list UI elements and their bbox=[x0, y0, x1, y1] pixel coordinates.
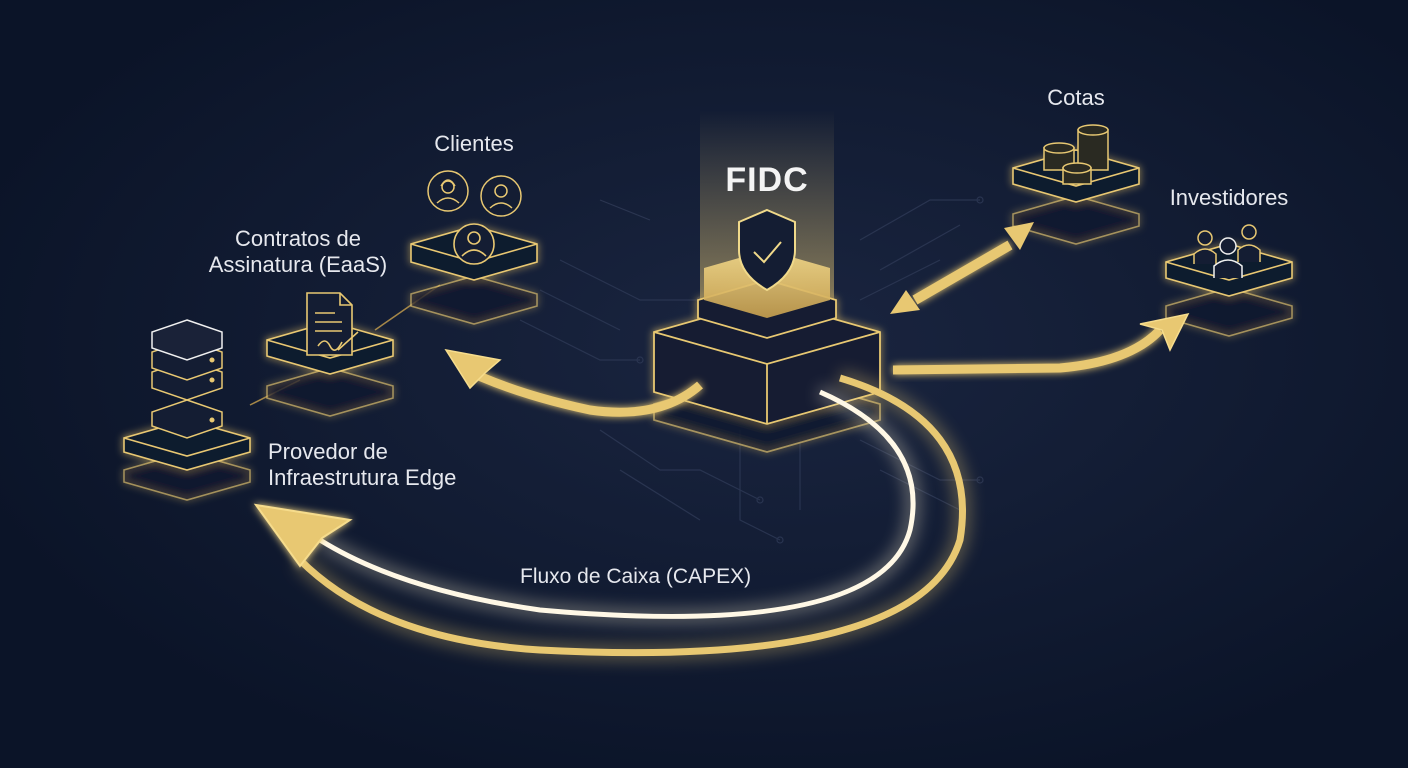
node-infra[interactable] bbox=[123, 319, 251, 501]
document-signature-icon bbox=[306, 292, 359, 356]
client-avatar-female-icon bbox=[427, 170, 469, 212]
node-contracts[interactable] bbox=[266, 292, 394, 417]
investor-group-icon bbox=[1193, 224, 1261, 278]
infra-label-line1: Provedor de bbox=[268, 439, 388, 464]
arrow-fidc-quotas-head-right bbox=[1004, 222, 1034, 250]
arrow-to-contracts bbox=[468, 367, 703, 417]
cashflow-label: Fluxo de Caixa (CAPEX) bbox=[520, 565, 752, 588]
shield-check-icon bbox=[738, 208, 796, 292]
cashflow-arrowhead bbox=[253, 503, 353, 568]
infra-label-line2: Infraestrutura Edge bbox=[268, 465, 457, 490]
server-stack-icon bbox=[151, 319, 223, 439]
circuit-traces bbox=[519, 196, 984, 544]
fidc-title: FIDC bbox=[725, 161, 809, 199]
node-investors[interactable] bbox=[1165, 224, 1293, 337]
infra-platform bbox=[123, 419, 251, 501]
node-clients[interactable] bbox=[410, 170, 538, 325]
investors-label: Investidores bbox=[1169, 185, 1289, 210]
quotas-label: Cotas bbox=[1047, 85, 1105, 110]
client-avatar-male-icon bbox=[480, 175, 522, 217]
arrow-to-contracts-head bbox=[444, 348, 502, 390]
arrow-to-investors bbox=[892, 326, 1164, 375]
clients-label: Clientes bbox=[434, 131, 514, 156]
contracts-label-line1: Contratos de bbox=[235, 226, 361, 251]
user-circle-icon bbox=[453, 223, 495, 265]
coin-stack-icon bbox=[1043, 124, 1109, 185]
node-quotas[interactable] bbox=[1012, 124, 1140, 245]
contracts-label-line2: Assinatura (EaaS) bbox=[208, 252, 388, 277]
arrow-to-investors-head bbox=[1139, 312, 1190, 352]
cashflow-outer-arrow bbox=[297, 374, 966, 657]
cashflow-inner-arrow bbox=[318, 389, 916, 619]
arrow-fidc-quotas bbox=[912, 240, 1013, 305]
arrow-fidc-quotas-head-left bbox=[890, 290, 920, 314]
